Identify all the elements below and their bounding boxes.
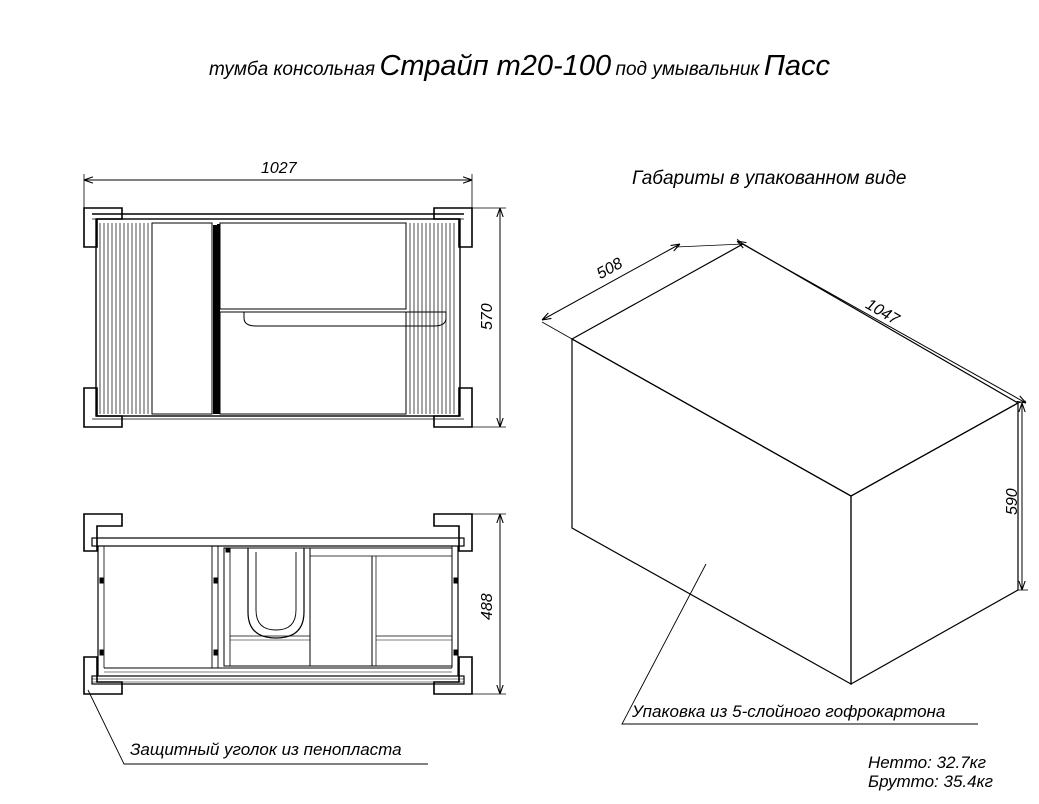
- upper-drawer: [219, 222, 407, 310]
- package-box: [541, 238, 1028, 725]
- drawer-edge: [217, 224, 220, 414]
- cabinet-outline: [95, 218, 461, 417]
- packaging-callout-leader: [621, 563, 978, 725]
- front-view: [83, 174, 506, 428]
- title-prefix: тумба консольная: [208, 59, 375, 80]
- top-foam-corner-bottom-right: [433, 656, 473, 695]
- fitting-mid-b: [213, 649, 218, 656]
- top-foam-corner-bottom-left: [83, 656, 123, 695]
- siphon-cutout-inner: [255, 552, 297, 631]
- top-view: [83, 513, 506, 765]
- fitting-mid-a: [213, 577, 218, 584]
- front-width-label: 1027: [261, 160, 297, 177]
- left-door: [151, 222, 213, 415]
- ribbed-panel-right: [409, 223, 455, 414]
- title-basin: Пасс: [763, 50, 831, 82]
- ribbed-panel-left: [99, 223, 149, 414]
- foam-corner-callout: Защитный уголок из пенопласта: [130, 740, 402, 759]
- top-front-rail: [91, 675, 465, 685]
- box-height-label: 590: [1004, 488, 1021, 515]
- fitting-right-a: [453, 577, 458, 584]
- top-depth-label: 488: [479, 593, 496, 620]
- siphon-cutout-outer: [247, 548, 305, 639]
- title-middle: под умывальник: [615, 59, 760, 80]
- box-depth-extension-b: [675, 243, 744, 248]
- fitting-left-a: [99, 577, 104, 584]
- top-left-partition: [211, 545, 219, 669]
- top-foam-corner-top-left: [83, 513, 123, 552]
- box-depth-extension-a: [541, 321, 573, 340]
- box-side-face: [850, 401, 1019, 686]
- front-height-label: 570: [479, 303, 496, 330]
- top-foam-corner-top-right: [433, 513, 473, 552]
- page-title: тумба консольная Страйп т20-100 под умыв…: [0, 50, 1039, 83]
- gross-weight: Брутто: 35.4кг: [868, 772, 993, 791]
- top-rear-rail: [91, 537, 465, 547]
- box-depth-dimension-line: [542, 244, 680, 320]
- box-top-face: [570, 243, 1020, 497]
- package-heading: Габариты в упакованном виде: [632, 168, 907, 189]
- foam-corner-top-right: [433, 207, 473, 248]
- box-length-dimension-line: [737, 241, 1026, 403]
- fitting-right-b: [453, 649, 458, 656]
- fitting-drawer: [225, 548, 231, 553]
- box-front-face: [571, 337, 852, 686]
- packaging-callout: Упаковка из 5-слойного гофрокартона: [632, 702, 946, 721]
- left-door-edge: [213, 225, 217, 414]
- lower-drawer: [219, 311, 407, 415]
- top-drawer-box: [223, 547, 453, 667]
- net-weight: Нетто: 32.7кг: [868, 753, 987, 772]
- fitting-left-b: [99, 649, 104, 656]
- washbasin-outline: [243, 311, 447, 327]
- foam-corner-bottom-right: [433, 387, 473, 428]
- foam-corner-bottom-left: [83, 387, 123, 428]
- foam-corner-callout-leader: [87, 689, 428, 765]
- title-model: Страйп т20-100: [379, 50, 612, 82]
- foam-corner-top-left: [83, 207, 123, 248]
